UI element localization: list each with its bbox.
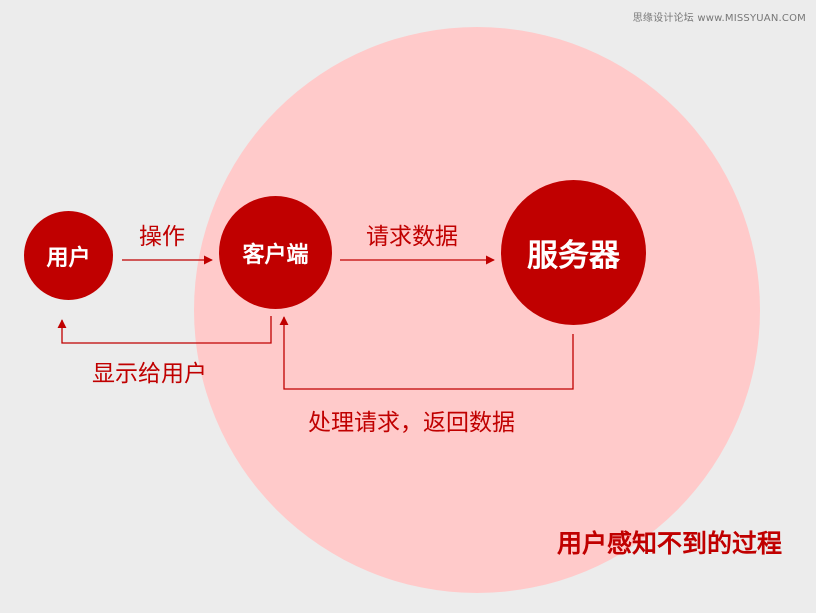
client-node-label: 客户端 xyxy=(242,242,309,268)
arrow-client-to-user xyxy=(57,316,272,344)
user-node: 用户 xyxy=(24,211,113,300)
imperceptible-process-area xyxy=(194,27,760,593)
request-data-label: 请求数据 xyxy=(366,224,458,250)
operation-label: 操作 xyxy=(139,224,185,250)
arrow-server-to-client xyxy=(279,316,574,390)
client-node: 客户端 xyxy=(219,196,332,309)
imperceptible-process-caption: 用户感知不到的过程 xyxy=(557,529,783,558)
user-node-label: 用户 xyxy=(46,245,91,271)
watermark: 思缘设计论坛 www.MISSYUAN.COM xyxy=(632,13,806,24)
process-return-label: 处理请求，返回数据 xyxy=(308,410,515,436)
server-node: 服务器 xyxy=(501,180,646,325)
server-node-label: 服务器 xyxy=(527,238,620,274)
show-to-user-label: 显示给用户 xyxy=(92,361,207,387)
